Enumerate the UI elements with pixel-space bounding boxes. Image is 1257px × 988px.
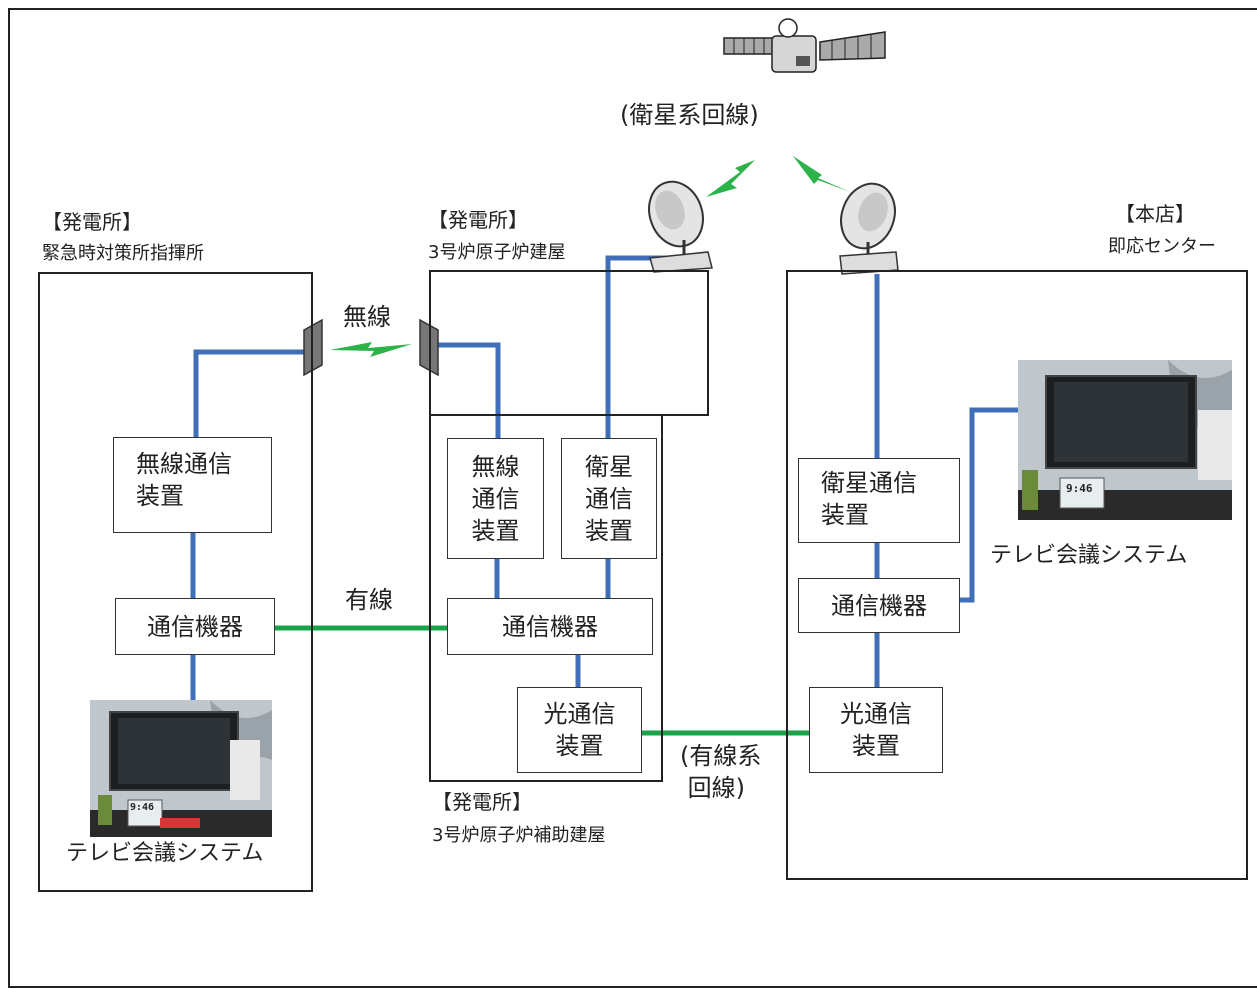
right-optical-device: 光通信 装置: [809, 687, 943, 773]
left-comm-device: 通信機器: [115, 598, 275, 655]
ps-aux-name: 3号炉原子炉補助建屋: [432, 825, 606, 846]
wireless-lightning: [330, 342, 412, 357]
right-dish-icon: [839, 182, 899, 275]
left-tv-photo: 9:46: [90, 700, 272, 837]
wired-label: 有線: [345, 586, 393, 614]
mid-wireless-device: 無線 通信 装置: [447, 438, 544, 559]
left-antenna-link: [193, 349, 305, 438]
left-wireless-device: 無線通信 装置: [113, 437, 272, 533]
right-comm-device: 通信機器: [798, 578, 960, 633]
ps-reactor-bracket: 【発電所】: [428, 208, 528, 232]
wireless-label: 無線: [343, 303, 391, 331]
mid-optical-device: 光通信 装置: [517, 687, 642, 773]
left-antenna-icon: [303, 318, 323, 377]
mid-dish-icon: [648, 180, 713, 273]
hq-bracket: 【本店】: [1115, 202, 1195, 226]
ers-building: [38, 272, 313, 892]
mid-antenna-link: [438, 342, 501, 438]
mid-satellite-device: 衛星 通信 装置: [561, 438, 657, 559]
ps-ers-name: 緊急時対策所指揮所: [42, 243, 204, 264]
right-satellite-device: 衛星通信 装置: [798, 458, 960, 543]
right-tv-photo: 9:46: [1018, 360, 1232, 520]
right-tv-clock: 9:46: [1066, 482, 1093, 495]
satellite-icon: [723, 18, 886, 73]
aux-building: [429, 414, 663, 782]
ps-aux-bracket: 【発電所】: [432, 790, 532, 814]
ps-reactor-name: 3号炉原子炉建屋: [428, 242, 566, 263]
hq-building: [786, 270, 1248, 880]
right-tv-label: テレビ会議システム: [990, 543, 1188, 568]
left-tv-clock: 9:46: [130, 802, 155, 813]
wired-line-label: (有線系 回線): [680, 742, 762, 802]
mid-comm-device: 通信機器: [447, 598, 653, 655]
ps-ers-bracket: 【発電所】: [42, 210, 142, 234]
satellite-lightning-left: [706, 160, 755, 197]
reactor-building: [429, 270, 709, 416]
hq-name: 即応センター: [1108, 236, 1216, 257]
satellite-line-label: (衛星系回線): [620, 101, 759, 129]
satellite-lightning-right: [793, 156, 850, 192]
right-comm-tv-link: [960, 407, 1018, 603]
left-tv-label: テレビ会議システム: [66, 841, 264, 866]
